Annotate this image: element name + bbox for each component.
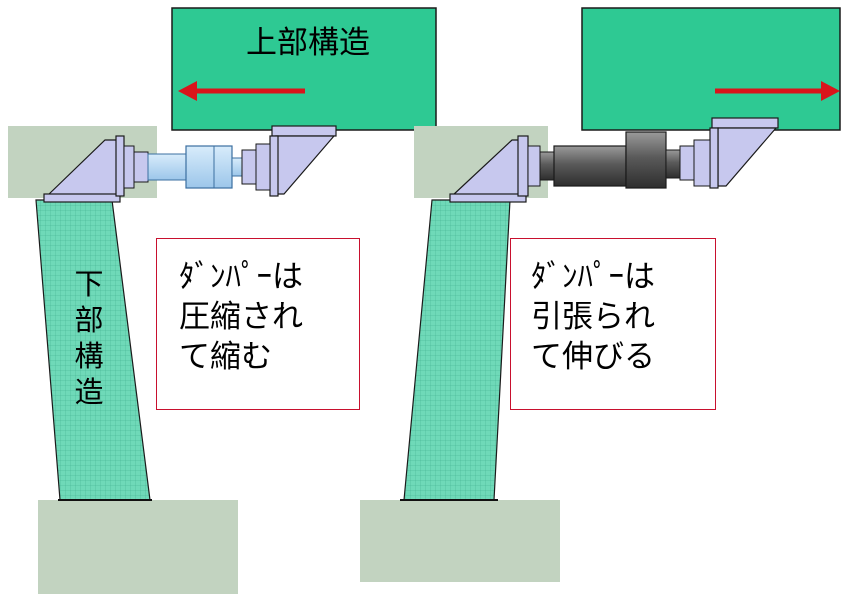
note-line: ﾀﾞﾝﾊﾟｰは bbox=[179, 259, 303, 295]
substructure-char: 部 bbox=[74, 303, 104, 337]
substructure-char: 下 bbox=[74, 267, 104, 301]
damper-extended-icon bbox=[527, 131, 711, 189]
substructure-char: 構 bbox=[74, 339, 104, 373]
note-line: 引張られ bbox=[531, 299, 655, 335]
pier-bracket-left bbox=[43, 135, 125, 203]
pier-bracket-right bbox=[449, 135, 529, 203]
superstructure-label: 上部構造 bbox=[246, 25, 370, 61]
substructure-label: 下 部 構 造 bbox=[72, 266, 106, 410]
note-line: ﾀﾞﾝﾊﾟｰは bbox=[531, 259, 655, 295]
superstructure-right bbox=[581, 7, 841, 131]
girder-bracket-left bbox=[269, 125, 337, 197]
girder-bracket-right bbox=[709, 117, 779, 189]
arrow-left-icon bbox=[178, 81, 305, 101]
note-line: て縮む bbox=[179, 339, 272, 375]
ground-block-left bbox=[38, 500, 238, 594]
damper-compressed-icon bbox=[123, 143, 271, 191]
note-tension: ﾀﾞﾝﾊﾟｰは 引張られ て伸びる bbox=[510, 238, 716, 410]
substructure-char: 造 bbox=[74, 375, 104, 409]
note-line: 圧縮され bbox=[179, 299, 303, 335]
note-line: て伸びる bbox=[531, 339, 655, 375]
superstructure-left bbox=[171, 7, 437, 131]
pier-right bbox=[403, 199, 511, 501]
ground-block-right bbox=[360, 500, 560, 582]
arrow-right-icon bbox=[715, 81, 840, 101]
note-compression: ﾀﾞﾝﾊﾟｰは 圧縮され て縮む bbox=[156, 238, 360, 410]
